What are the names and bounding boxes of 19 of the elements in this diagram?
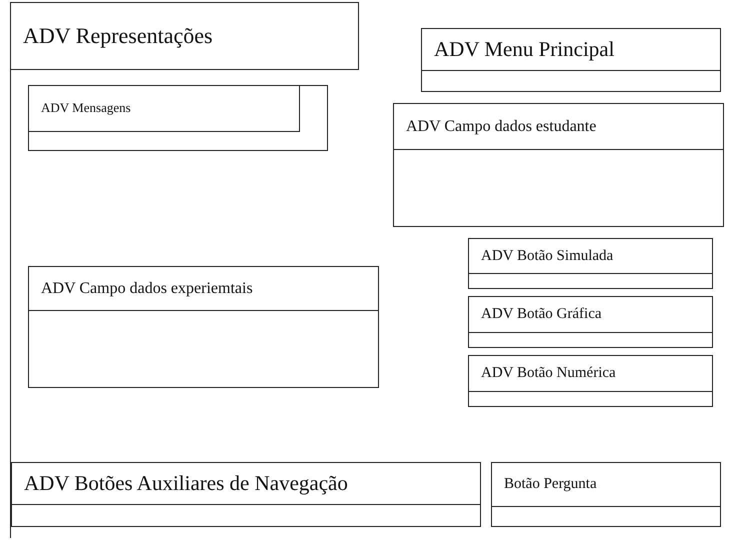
component-title: ADV Botão Numérica — [469, 356, 712, 392]
component-title: ADV Botão Simulada — [469, 239, 712, 274]
panel-heading: ADV Representações — [11, 2, 359, 70]
component-box — [28, 85, 328, 151]
component-title: Botão Pergunta — [492, 463, 720, 507]
component-title: ADV Botões Auxiliares de Navegação — [12, 463, 480, 505]
component-box — [468, 296, 713, 348]
component-box — [11, 462, 481, 527]
component-box — [28, 266, 379, 388]
component-title: ADV Botão Gráfica — [469, 297, 712, 333]
component-title: ADV Campo dados experiemtais — [29, 267, 378, 311]
component-title: ADV Menu Principal — [422, 29, 720, 71]
component-title: ADV Campo dados estudante — [394, 104, 723, 150]
component-box — [491, 462, 721, 527]
component-title: ADV Mensagens — [29, 86, 300, 132]
component-box — [468, 355, 713, 407]
component-box — [421, 28, 721, 92]
component-box — [468, 238, 713, 289]
component-box — [393, 103, 724, 227]
